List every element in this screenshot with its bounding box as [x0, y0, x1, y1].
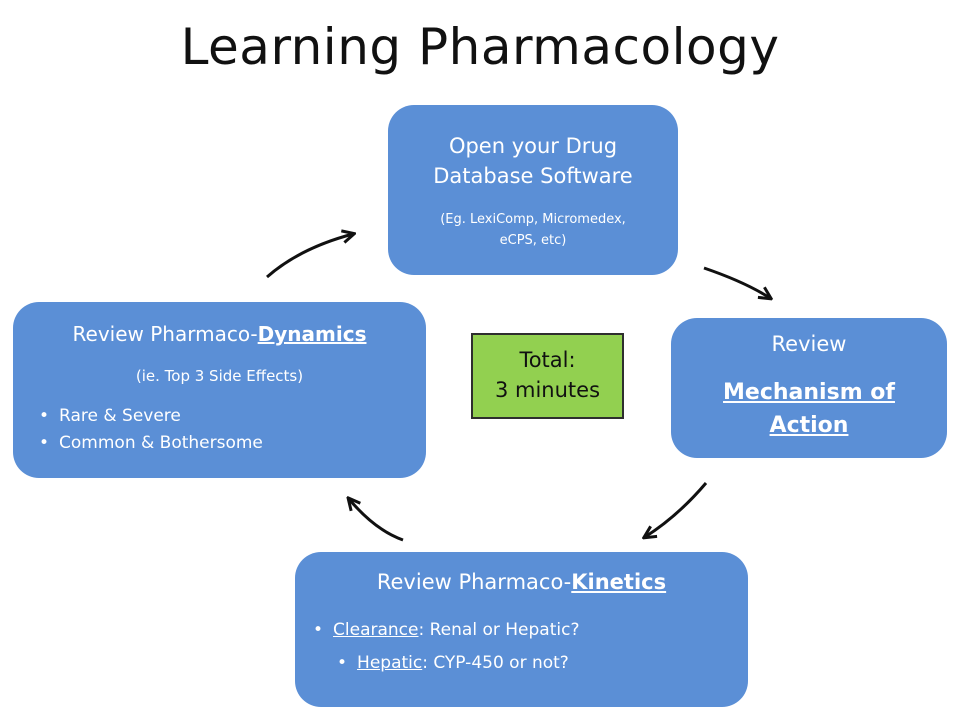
- step-mechanism-of-action: Review Mechanism of Action: [671, 318, 947, 458]
- step-open-database-note2: eCPS, etc): [499, 233, 567, 248]
- step-pharmacodynamics-list: Rare & Severe Common & Bothersome: [53, 403, 263, 457]
- step-mechanism-line3: Action: [769, 413, 849, 438]
- step-open-database-line2: Database Software: [433, 164, 633, 188]
- clearance-rest: : Renal or Hepatic?: [418, 620, 580, 640]
- step-pharmacokinetics-heading: Review Pharmaco-Kinetics: [295, 570, 748, 594]
- step-pharmacodynamics-prefix: Review Pharmaco-: [72, 322, 258, 346]
- step-pharmacokinetics-emph: Kinetics: [571, 570, 667, 594]
- hepatic-rest: : CYP-450 or not?: [422, 653, 569, 673]
- step-pharmacodynamics-emph: Dynamics: [257, 322, 367, 346]
- list-item: Hepatic: CYP-450 or not?: [337, 653, 569, 673]
- total-line2: 3 minutes: [494, 378, 601, 402]
- arrow-bottom-to-left: [349, 499, 404, 542]
- step-pharmacokinetics: Review Pharmaco-Kinetics Clearance: Rena…: [295, 552, 748, 707]
- list-item: Common & Bothersome: [53, 430, 263, 457]
- list-item: Clearance: Renal or Hepatic?: [313, 620, 579, 640]
- clearance-term: Clearance: [333, 620, 419, 640]
- step-pharmacodynamics-heading: Review Pharmaco-Dynamics: [13, 322, 426, 346]
- step-open-database: Open your Drug Database Software (Eg. Le…: [388, 105, 678, 275]
- arrow-left-to-top: [266, 234, 353, 279]
- hepatic-term: Hepatic: [357, 653, 423, 673]
- total-line1: Total:: [519, 348, 576, 372]
- total-time-badge: Total: 3 minutes: [471, 333, 624, 419]
- step-open-database-note: (Eg. LexiComp, Micromedex, eCPS, etc): [388, 209, 678, 251]
- step-mechanism-emph: Mechanism of Action: [671, 376, 947, 442]
- step-pharmacokinetics-prefix: Review Pharmaco-: [376, 570, 572, 594]
- step-open-database-note1: (Eg. LexiComp, Micromedex,: [440, 212, 626, 227]
- step-pharmacodynamics: Review Pharmaco-Dynamics (ie. Top 3 Side…: [13, 302, 426, 478]
- arrow-top-to-right: [703, 266, 770, 298]
- slide-title: Learning Pharmacology: [180, 18, 780, 76]
- step-mechanism-line2: Mechanism of: [723, 380, 895, 405]
- step-pharmacodynamics-note: (ie. Top 3 Side Effects): [135, 367, 304, 385]
- list-item: Rare & Severe: [53, 403, 263, 430]
- step-open-database-line1: Open your Drug: [448, 134, 618, 158]
- step-mechanism-line1: Review: [771, 332, 847, 356]
- arrow-right-to-bottom: [645, 482, 708, 537]
- step-open-database-text: Open your Drug Database Software: [388, 131, 678, 191]
